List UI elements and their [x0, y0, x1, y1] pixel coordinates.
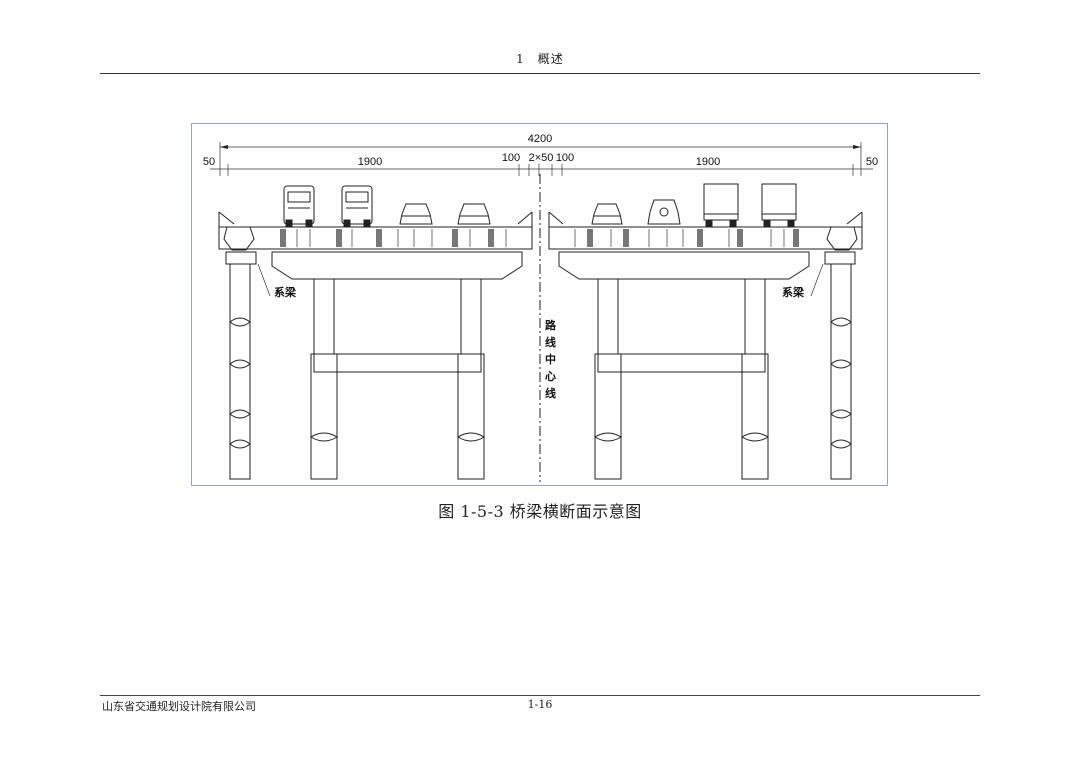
footer-rule	[100, 695, 980, 696]
centerline-char-4: 心	[545, 370, 556, 383]
dim-right-edge: 50	[866, 156, 878, 168]
bus-icon	[283, 185, 315, 227]
dim-left-edge: 50	[203, 156, 215, 168]
dim-left-strip: 100	[502, 152, 520, 164]
right-main-piers	[594, 278, 769, 480]
right-edge-pier	[830, 263, 852, 480]
truck-icon	[703, 183, 739, 227]
centerline-char-2: 线	[545, 335, 556, 349]
footer-company: 山东省交通规划设计院有限公司	[102, 700, 256, 713]
car-icon	[647, 199, 681, 225]
tie-beam-label-left: 系梁	[274, 285, 297, 299]
dim-right-strip: 100	[556, 152, 574, 164]
bus-icon	[341, 185, 373, 227]
centerline-label: 路 线 中 心 线	[545, 318, 557, 400]
dim-total: 4200	[528, 133, 552, 145]
left-deck: 系梁	[218, 211, 533, 299]
vehicles-right	[591, 183, 797, 227]
left-edge-pier	[229, 263, 251, 480]
car-icon	[457, 203, 491, 225]
dim-median: 2×50	[529, 152, 554, 164]
tie-beam-label-right: 系梁	[782, 285, 805, 299]
dimension-lines	[210, 142, 873, 176]
bridge-cross-section-figure: 4200 50 1900 100 2×50 100 1900 50 路 线 中 …	[191, 123, 888, 486]
centerline-char-3: 中	[545, 352, 556, 366]
centerline-char-5: 线	[545, 386, 556, 400]
right-deck: 系梁	[548, 211, 863, 299]
dim-right-lane: 1900	[696, 156, 720, 168]
centerline-char-1: 路	[545, 318, 557, 332]
header-rule	[100, 73, 980, 74]
vehicles-left	[283, 185, 491, 227]
figure-caption: 图 1-5-3 桥梁横断面示意图	[438, 502, 642, 521]
footer-page-number: 1-16	[527, 698, 553, 711]
page-header-title: 1 概述	[516, 52, 564, 66]
dim-left-lane: 1900	[358, 156, 382, 168]
truck-icon	[761, 183, 797, 227]
left-main-piers	[310, 278, 485, 480]
car-icon	[399, 203, 433, 225]
bridge-drawing: 4200 50 1900 100 2×50 100 1900 50 路 线 中 …	[203, 133, 878, 482]
car-icon	[591, 203, 623, 225]
